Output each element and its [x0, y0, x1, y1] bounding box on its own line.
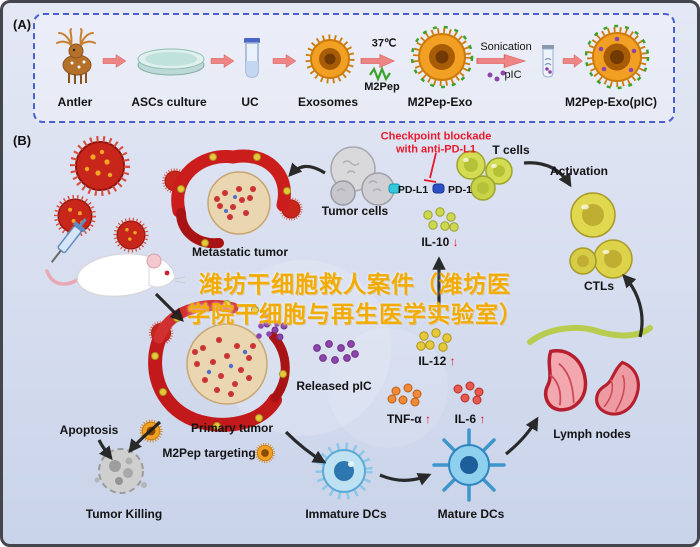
step-arrow — [475, 53, 527, 69]
antler-label: Antler — [57, 95, 93, 109]
mature-dcs-label: Mature DCs — [437, 507, 505, 521]
step-arrow — [272, 54, 297, 68]
pd-1-label: PD-1 — [448, 184, 472, 196]
m2pep-exo-mini-icon — [254, 442, 276, 464]
mature-dc-icon — [432, 428, 506, 502]
ctls-icon — [569, 192, 633, 279]
m2pep-exo-pic-icon — [584, 24, 650, 90]
activation-label: Activation — [549, 164, 609, 178]
watermark-line1: 潍坊干细胞救人案件（潍坊医 — [199, 271, 511, 298]
deer-icon — [56, 28, 96, 84]
tumor-cells-label: Tumor cells — [321, 204, 389, 218]
apoptotic-cell-icon — [94, 448, 147, 494]
arrow-maturedc-to-lymph — [505, 416, 539, 456]
il10-dots-icon — [423, 207, 459, 232]
step-arrow — [102, 54, 127, 68]
il6-label: IL-6 ↑ — [455, 412, 486, 426]
m2pep-targeting-label: M2Pep targeting — [162, 446, 256, 460]
tumor-cells-icon — [330, 146, 395, 206]
ctls-label: CTLs — [584, 279, 614, 293]
m2pep-exo-pic-label: M2Pep-Exo(pIC) — [564, 95, 658, 109]
panel-a-graphics — [56, 24, 650, 90]
arrow-apoptosis-to-killing — [97, 439, 113, 461]
immature-dcs-label: Immature DCs — [305, 507, 387, 521]
centrifuge-tube-icon — [244, 38, 260, 78]
panel-b-tag: (B) — [13, 133, 32, 148]
step-arrow — [360, 53, 396, 69]
primary-tumor-icon — [148, 300, 290, 432]
released-pic-dots-icon — [313, 340, 359, 364]
released-pic-label: Released pIC — [296, 379, 372, 393]
il10-name: IL-10 — [421, 235, 450, 249]
pd-l1-label: PD-L1 — [397, 184, 429, 196]
il12-dots-icon — [416, 328, 452, 352]
ascs-culture-label: ASCs culture — [131, 95, 207, 109]
il12-label: IL-12 ↑ — [418, 354, 455, 368]
sonication-label: Sonication — [480, 41, 532, 53]
tnf-arrow-icon: ↑ — [425, 412, 432, 426]
pd-1-marker-icon — [432, 183, 445, 194]
mouse-icon — [45, 252, 186, 298]
primary-tumor-label: Primary tumor — [190, 421, 274, 435]
flow-arrows — [97, 161, 644, 486]
step-arrow — [210, 54, 235, 68]
m2pep-peptide-icon — [369, 66, 391, 82]
tnf-dots-icon — [387, 383, 422, 407]
watermark-backdrop — [215, 260, 391, 436]
tnf-name: TNF-α — [386, 412, 422, 426]
il10-label: IL-10 ↓ — [421, 235, 458, 249]
sonication-tube-icon — [542, 45, 554, 78]
il12-name: IL-12 — [418, 354, 447, 368]
petri-dish-icon — [137, 48, 205, 76]
lymph-nodes-label: Lymph nodes — [553, 427, 631, 441]
temperature-label: 37℃ — [371, 37, 397, 50]
m2pep-exo-icon — [410, 25, 474, 89]
checkpoint-inhibition-line — [423, 152, 437, 183]
arrow-tumor-to-immature-dc — [284, 430, 327, 464]
m2pep-exo-label: M2Pep-Exo — [407, 95, 473, 109]
pic-label: pIC — [504, 69, 522, 81]
il6-arrow-icon: ↑ — [479, 412, 486, 426]
panel-b-graphics — [45, 136, 653, 502]
virus-particle-icon — [113, 217, 149, 253]
checkpoint-line1: Checkpoint blockade — [380, 130, 492, 143]
metastatic-tumor-icon — [171, 149, 291, 249]
pic-dots-icon — [263, 320, 288, 341]
watermark-line2: 学院干细胞与再生医学实验室） — [187, 301, 523, 327]
arrow-mouse-to-tumor — [154, 292, 184, 322]
virus-particle-icon — [70, 136, 130, 196]
apoptosis-label: Apoptosis — [59, 423, 119, 437]
tumor-killing-label: Tumor Killing — [85, 507, 163, 521]
metastatic-tumor-label: Metastatic tumor — [191, 245, 289, 259]
il6-dots-icon — [453, 381, 484, 405]
arrow-tumorcells-to-metastatic — [288, 162, 326, 177]
tnf-label: TNF-α ↑ — [387, 412, 431, 426]
arrow-tumor-to-apoptosis — [128, 420, 162, 454]
lymph-nodes-icon — [527, 324, 653, 416]
step-arrow — [562, 54, 584, 68]
pic-dots-icon — [487, 70, 506, 82]
watermark-text: 潍坊干细胞救人案件（潍坊医 学院干细胞与再生医学实验室） — [187, 270, 523, 330]
il12-arrow-icon: ↑ — [449, 354, 456, 368]
immature-dc-icon — [315, 442, 373, 500]
checkpoint-line2: with anti-PD-L1 — [395, 143, 477, 155]
arrow-lymph-to-ctls — [622, 274, 644, 338]
arrow-immature-to-mature-dc — [379, 473, 432, 486]
t-cells-label: T cells — [492, 143, 530, 157]
syringe-icon — [50, 218, 87, 263]
t-cells-icon — [456, 150, 513, 201]
arrow-tcells-to-ctls — [523, 161, 572, 188]
m2pep-label: M2Pep — [364, 81, 400, 93]
uc-label: UC — [241, 95, 259, 109]
panel-a-tag: (A) — [13, 17, 32, 32]
watermark-backdrop — [328, 328, 448, 448]
il6-name: IL-6 — [454, 412, 476, 426]
il10-arrow-icon: ↓ — [452, 235, 459, 249]
checkpoint-label: Checkpoint blockade with anti-PD-L1 — [381, 130, 492, 155]
exosomes-label: Exosomes — [297, 95, 359, 109]
panel-a-box — [33, 13, 675, 123]
exosome-icon — [305, 34, 355, 84]
pd-l1-marker-icon — [388, 183, 401, 194]
